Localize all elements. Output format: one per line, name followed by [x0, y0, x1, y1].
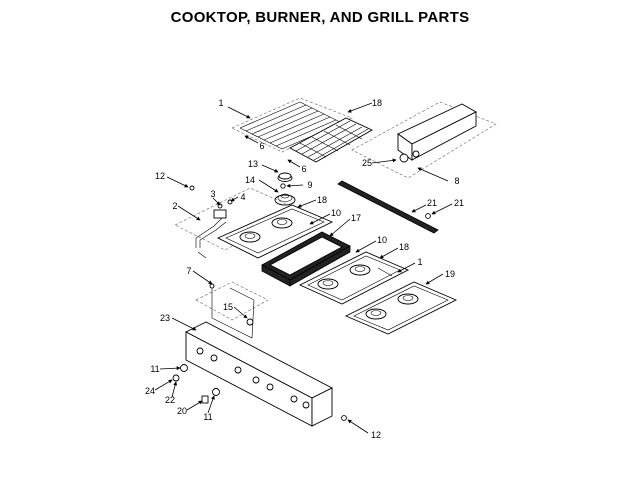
igniter-wiring-assembly	[174, 185, 301, 259]
knob-bezel-lower	[201, 388, 220, 404]
callout-18a: 18	[317, 195, 327, 205]
callout-21: 21	[427, 198, 437, 208]
callout-25: 25	[362, 158, 372, 168]
leader-lines	[154, 102, 453, 434]
callout-7: 9	[307, 180, 312, 190]
callout-12a: 12	[155, 171, 165, 181]
callout-11a: 11	[150, 364, 159, 374]
front-control-panel	[185, 321, 333, 427]
callout-labels: 1 18 6 6 13 14 9 12 2 3 4 18 10 17 10 18…	[145, 98, 464, 440]
burner-head	[274, 193, 296, 206]
burner-cap-small	[277, 172, 293, 182]
callout-24: 24	[145, 386, 155, 396]
callout-23: 23	[160, 313, 170, 323]
callout-22: 22	[165, 395, 175, 405]
callout-19: 20	[177, 406, 187, 416]
screw-12-lower	[341, 415, 347, 421]
cooktop-panel-left	[216, 204, 334, 259]
cooktop-panel-middle	[298, 251, 410, 305]
callout-4: 4	[240, 192, 245, 202]
callout-17: 17	[351, 213, 361, 223]
callout-8: 7	[186, 266, 191, 276]
callout-6b: 6	[301, 164, 306, 174]
screw-20	[425, 213, 431, 219]
callout-10b: 10	[377, 235, 387, 245]
callout-20: 21	[454, 198, 464, 208]
callout-16: 18	[372, 98, 382, 108]
diagram-title: COOKTOP, BURNER, AND GRILL PARTS	[170, 9, 470, 26]
screw-7	[280, 183, 286, 189]
callout-6a: 6	[259, 141, 264, 151]
callout-13: 13	[248, 159, 258, 169]
callout-15: 15	[223, 302, 233, 312]
callout-18b: 18	[399, 242, 409, 252]
callout-12b: 12	[371, 430, 381, 440]
callout-1: 1	[417, 257, 422, 267]
knob-bezel-upper	[172, 364, 188, 382]
callout-14: 14	[245, 175, 255, 185]
griddle-tray	[261, 231, 351, 287]
callout-9: 8	[454, 176, 459, 186]
callout-10a: 10	[331, 208, 341, 218]
callout-3: 3	[210, 189, 215, 199]
grill-grate-right	[289, 117, 373, 163]
callout-18c: 19	[445, 269, 455, 279]
callout-11b: 11	[203, 412, 212, 422]
callout-2: 2	[172, 201, 177, 211]
divider-strip	[337, 180, 439, 234]
callout-5: 1	[218, 98, 223, 108]
cooktop-panel-right	[344, 281, 458, 335]
grill-burner-assembly	[351, 101, 497, 179]
tube-connector	[246, 318, 254, 326]
